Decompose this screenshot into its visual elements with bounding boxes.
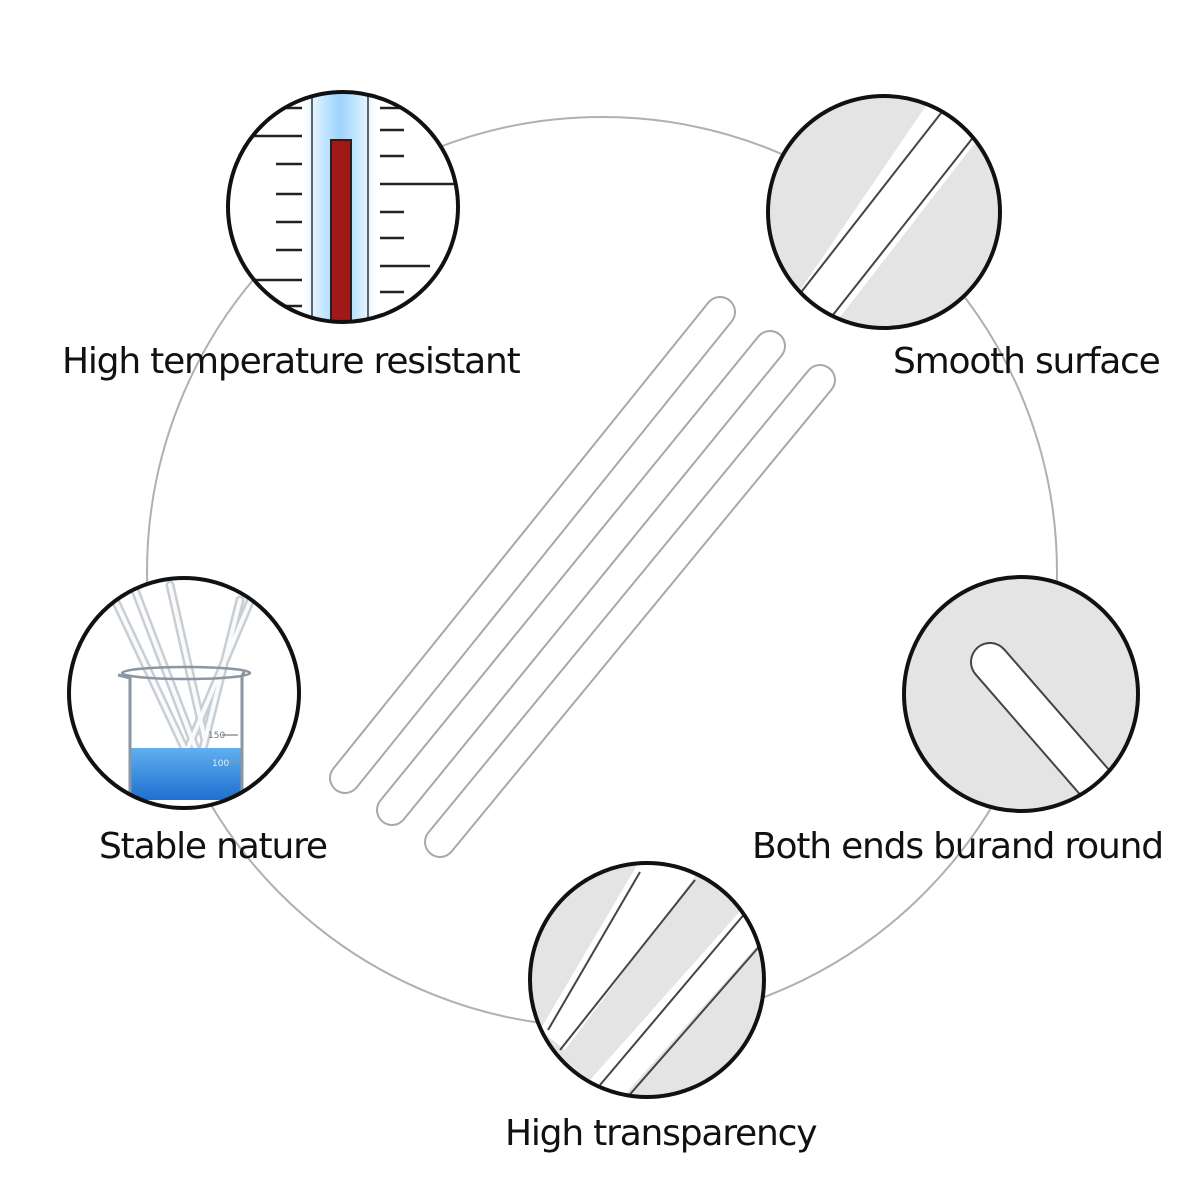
feature-label-ends: Both ends burand round	[752, 826, 1164, 867]
beaker-mark-150: 150	[208, 731, 225, 741]
beaker-icon: 150 100	[67, 576, 301, 810]
mercury-column	[330, 139, 352, 322]
feature-label-stable: Stable nature	[99, 826, 328, 867]
beaker-mark-100: 100	[212, 759, 229, 769]
thermometer-icon	[226, 90, 460, 324]
feature-label-temperature: High temperature resistant	[62, 341, 521, 382]
smooth-rod-closeup-icon	[766, 94, 1002, 330]
feature-label-transparency: High transparency	[505, 1113, 818, 1154]
feature-label-smooth: Smooth surface	[893, 341, 1161, 382]
rounded-rod-end-icon	[902, 575, 1140, 813]
transparent-rods-closeup-icon	[528, 861, 766, 1099]
glass-rods	[329, 296, 836, 858]
